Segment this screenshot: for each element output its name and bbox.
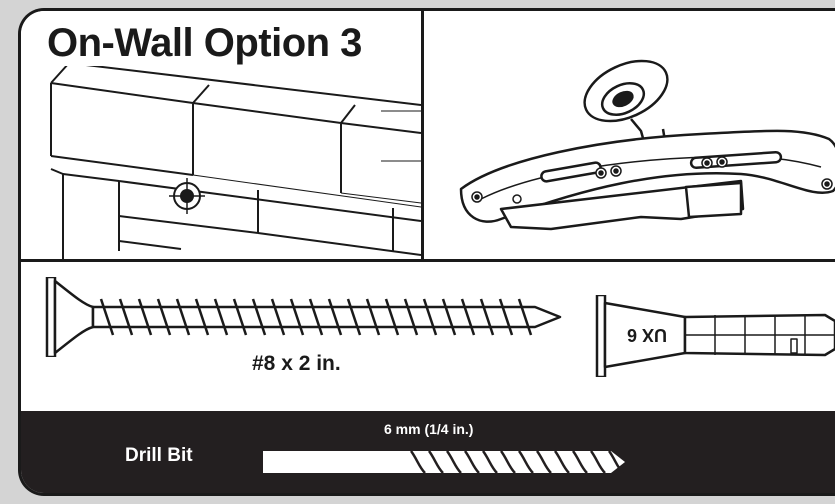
screw-thread	[365, 298, 381, 336]
drill-flute	[499, 450, 516, 474]
screw-thread	[327, 298, 343, 336]
wall-illustration-panel: On-Wall Option 3	[21, 11, 424, 262]
screw-thread	[441, 298, 457, 336]
drill-flute	[535, 450, 552, 474]
drill-flute	[463, 450, 480, 474]
screw-thread	[232, 298, 248, 336]
wall-mount-bracket-illustration	[459, 59, 835, 231]
drill-bit-illustration	[263, 450, 625, 474]
screw-thread	[156, 298, 172, 336]
screw-thread	[517, 298, 533, 336]
screw-size-label: #8 x 2 in.	[252, 352, 341, 375]
drill-target-icon	[169, 178, 205, 214]
wall-anchor-illustration: UX 6	[595, 295, 835, 377]
drill-bit-panel: Drill Bit 6 mm (1/4 in.)	[21, 411, 835, 493]
drill-bit-size: 6 mm (1/4 in.)	[384, 421, 474, 437]
screw-thread	[213, 298, 229, 336]
drill-flute	[589, 450, 606, 474]
screw-thread	[251, 298, 267, 336]
screw-thread	[270, 298, 286, 336]
screw-thread	[422, 298, 438, 336]
screw-thread	[99, 298, 115, 336]
anchor-model-label: UX 6	[627, 325, 667, 345]
screw-thread	[460, 298, 476, 336]
drill-flute	[445, 450, 462, 474]
brick-wall-illustration	[50, 61, 421, 259]
screw-thread	[137, 298, 153, 336]
drill-bit-label: Drill Bit	[125, 445, 193, 466]
drill-flute	[607, 450, 624, 474]
section-divider	[21, 259, 835, 262]
screw-thread	[346, 298, 362, 336]
screw-thread	[118, 298, 134, 336]
page-title: On-Wall Option 3	[47, 21, 368, 66]
screw-thread	[194, 298, 210, 336]
drill-flute	[481, 450, 498, 474]
screw-thread	[289, 298, 305, 336]
screw-thread	[175, 298, 191, 336]
screw-illustration	[45, 277, 562, 357]
screw-thread	[498, 298, 514, 336]
instruction-card: On-Wall Option 3	[18, 8, 835, 496]
drill-flute	[409, 450, 426, 474]
drill-flute	[571, 450, 588, 474]
screw-thread	[403, 298, 419, 336]
screw-thread	[308, 298, 324, 336]
drill-flute	[427, 450, 444, 474]
drill-flute	[553, 450, 570, 474]
drill-flute	[517, 450, 534, 474]
screw-thread	[479, 298, 495, 336]
screw-thread	[384, 298, 400, 336]
